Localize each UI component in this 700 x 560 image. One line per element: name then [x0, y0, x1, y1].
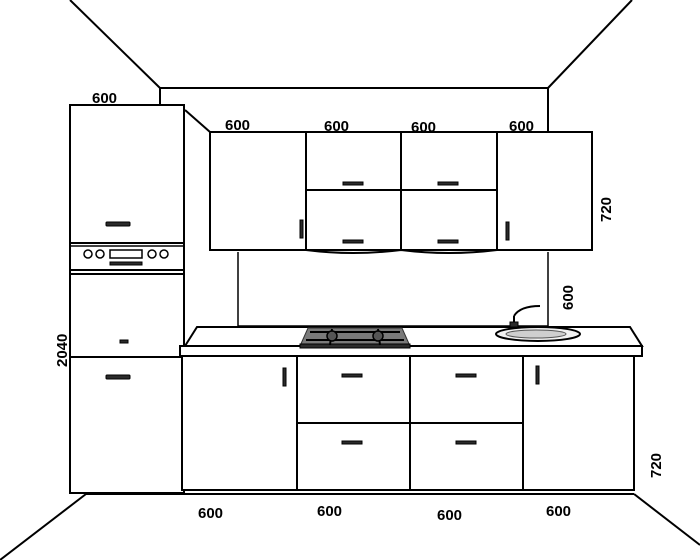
- wall-cabinet-3-top: [400, 131, 498, 191]
- backsplash-height-label: 600: [560, 285, 577, 310]
- dimension-labels: 600 2040 600 600 600 600 720 600 600 600…: [54, 90, 665, 524]
- wall-cabinet-height-label: 720: [598, 197, 615, 222]
- base-cabinet-1: [181, 355, 298, 491]
- fridge-bottom-handle: [105, 374, 131, 380]
- cabinet-handle: [342, 239, 364, 244]
- base-cabinet-width-label: 600: [437, 507, 462, 524]
- wall-cabinet-1: [209, 131, 307, 251]
- cabinet-handle: [535, 365, 540, 385]
- cabinet-handle: [342, 181, 364, 186]
- wall-cabinet-width-label: 600: [411, 119, 436, 136]
- wall-cabinet-4: [496, 131, 593, 251]
- base-cabinet-width-label: 600: [198, 505, 223, 522]
- wall-cabinet-width-label: 600: [225, 117, 250, 134]
- cabinet-handle: [437, 181, 459, 186]
- base-drawer-2-bottom: [296, 422, 411, 491]
- base-cabinet-width-label: 600: [317, 503, 342, 520]
- base-cabinet-4: [522, 355, 635, 491]
- oven-knob: [159, 249, 169, 259]
- oven-display: [109, 249, 143, 259]
- base-drawer-3-bottom: [409, 422, 524, 491]
- base-drawer-3-top: [409, 355, 524, 424]
- oven-knob: [147, 249, 157, 259]
- backsplash: [237, 252, 549, 327]
- oven-buttons: [109, 261, 143, 266]
- burner-grates: [306, 328, 404, 346]
- cabinet-handle: [282, 367, 287, 387]
- sink: [495, 305, 581, 342]
- drawer-handle: [341, 373, 363, 378]
- cabinet-handle: [505, 221, 510, 241]
- tall-unit-width-label: 600: [92, 90, 117, 107]
- wall-cabinet-width-label: 600: [324, 118, 349, 135]
- fridge-top-handle: [105, 221, 131, 227]
- oven-knob: [95, 249, 105, 259]
- cabinet-handle: [437, 239, 459, 244]
- oven-knob: [83, 249, 93, 259]
- base-drawer-2-top: [296, 355, 411, 424]
- range-hood-bottom: [305, 248, 498, 254]
- cabinet-handle: [299, 219, 304, 239]
- tall-unit-height-label: 2040: [54, 334, 71, 367]
- tall-unit: [69, 104, 185, 494]
- drawer-handle: [455, 373, 477, 378]
- faucet-icon: [509, 305, 541, 328]
- gas-hob: [299, 327, 411, 349]
- base-cabinet-height-label: 720: [648, 453, 665, 478]
- wall-cabinet-2-top: [305, 131, 402, 191]
- base-cabinet-width-label: 600: [546, 503, 571, 520]
- base-cabinets: [181, 355, 635, 491]
- drawer-handle: [341, 440, 363, 445]
- drawer-handle: [455, 440, 477, 445]
- wall-cabinet-width-label: 600: [509, 118, 534, 135]
- indicator-dots: [119, 339, 129, 344]
- wall-cabinets: [209, 131, 593, 254]
